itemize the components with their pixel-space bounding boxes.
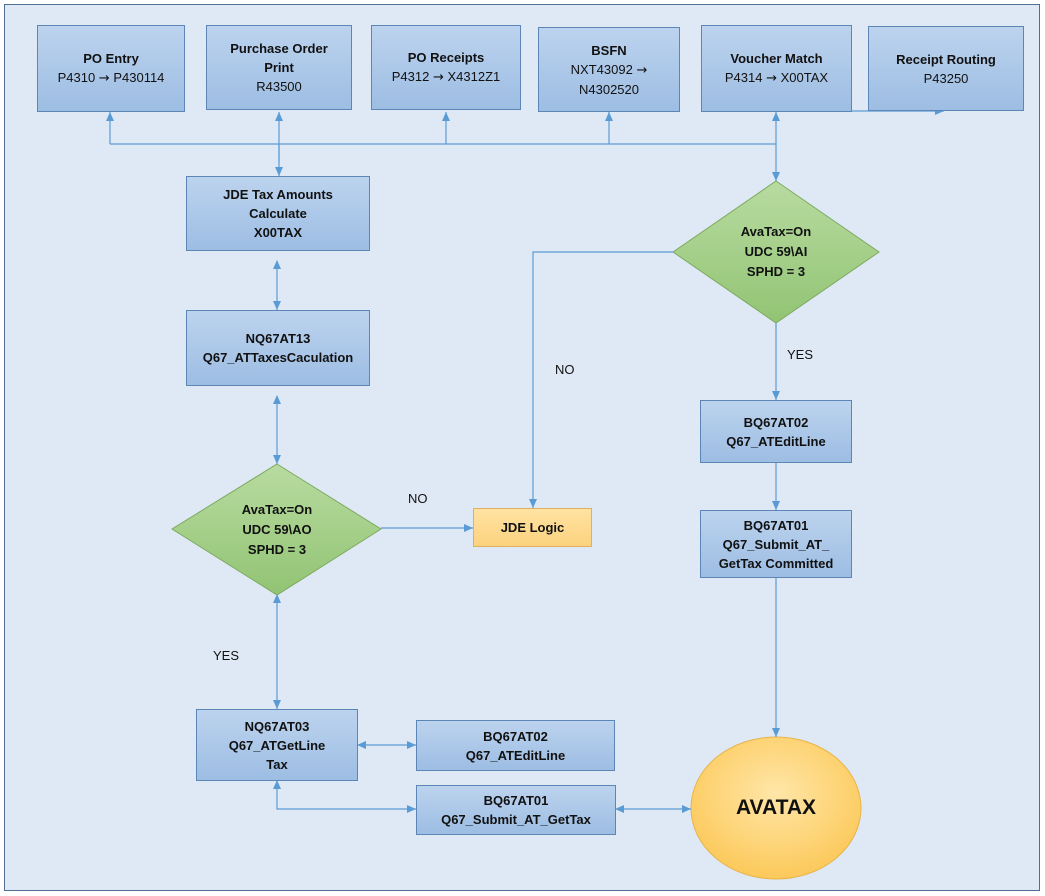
- voucher-match-to: X00TAX: [780, 70, 829, 85]
- bsfn-from: NXT43092: [570, 61, 633, 77]
- nq67at03-line3: Tax: [266, 756, 288, 772]
- po-receipts-title: PO Receipts: [407, 50, 485, 65]
- jde-tax-line3: X00TAX: [253, 225, 303, 240]
- bsfn-line1: NXT43092 →: [571, 60, 648, 80]
- nq67at13-line1: NQ67AT13: [245, 331, 311, 346]
- yes-label-left: YES: [213, 648, 240, 663]
- diamond-right-line2: UDC 59\AI: [744, 244, 808, 259]
- right-arrow-icon: →: [636, 62, 648, 78]
- bsfn-box: BSFN NXT43092 → N4302520: [538, 27, 680, 112]
- jde-tax-box: JDE Tax Amounts Calculate X00TAX: [186, 176, 370, 251]
- po-entry-title: PO Entry: [83, 51, 139, 66]
- bq67at01-right-line2: Q67_Submit_AT_: [722, 536, 830, 552]
- po-print-box: Purchase Order Print R43500: [206, 25, 352, 110]
- bq67at02-left-line2: Q67_ATEditLine: [465, 747, 566, 763]
- diamond-right-line1: AvaTax=On: [740, 224, 812, 239]
- diamond-left-line1: AvaTax=On: [241, 501, 313, 517]
- po-entry-to: P430114: [113, 70, 165, 85]
- diamond-left-line2: UDC 59\AO: [242, 521, 312, 537]
- po-print-title: Purchase Order Print: [230, 41, 328, 75]
- diamond-right-label: AvaTax=On UDC 59\AI SPHD = 3: [673, 181, 879, 323]
- voucher-match-programs: P4314 → X00TAX: [725, 68, 828, 88]
- diamond-right-line3: SPHD = 3: [746, 264, 806, 279]
- right-arrow-icon: →: [432, 70, 444, 85]
- avatax-label: AVATAX: [735, 796, 817, 819]
- nq67at03-box: NQ67AT03 Q67_ATGetLine Tax: [196, 709, 358, 781]
- no-label-right: NO: [555, 362, 575, 377]
- po-receipts-to: X4312Z1: [447, 69, 501, 84]
- nq67at13-box: NQ67AT13 Q67_ATTaxesCaculation: [186, 310, 370, 386]
- bq67at01-left-box: BQ67AT01 Q67_Submit_AT_GetTax: [416, 785, 616, 835]
- voucher-match-title: Voucher Match: [730, 51, 823, 66]
- po-receipts-from: P4312: [391, 69, 430, 84]
- right-arrow-icon: →: [766, 71, 778, 86]
- po-entry-from: P4310: [57, 70, 96, 85]
- po-entry-box: PO Entry P4310 → P430114: [37, 25, 185, 112]
- yes-label-right: YES: [787, 347, 814, 362]
- nq67at03-line2: Q67_ATGetLine: [228, 737, 326, 753]
- no-label-left: NO: [408, 491, 428, 506]
- bq67at02-left-box: BQ67AT02 Q67_ATEditLine: [416, 720, 615, 771]
- bq67at01-left-line1: BQ67AT01: [483, 793, 549, 808]
- receipt-routing-program: P43250: [923, 70, 969, 86]
- bq67at01-right-line1: BQ67AT01: [743, 517, 809, 533]
- bsfn-title: BSFN: [591, 42, 627, 58]
- right-arrow-icon: →: [98, 71, 110, 86]
- voucher-match-box: Voucher Match P4314 → X00TAX: [701, 25, 852, 112]
- nq67at13-line2: Q67_ATTaxesCaculation: [202, 350, 354, 365]
- diamond-left-label: AvaTax=On UDC 59\AO SPHD = 3: [172, 464, 382, 595]
- voucher-match-from: P4314: [724, 70, 763, 85]
- jde-tax-line1: JDE Tax Amounts: [223, 187, 333, 202]
- jde-logic-box: JDE Logic: [473, 508, 592, 547]
- bq67at02-right-line2: Q67_ATEditLine: [726, 433, 826, 449]
- po-entry-programs: P4310 → P430114: [58, 68, 165, 88]
- bq67at02-left-line1: BQ67AT02: [483, 728, 548, 744]
- diamond-left-line3: SPHD = 3: [247, 541, 307, 557]
- receipt-routing-box: Receipt Routing P43250: [868, 26, 1024, 111]
- jde-tax-line2: Calculate: [249, 206, 307, 221]
- bq67at02-right-line1: BQ67AT02: [743, 414, 809, 430]
- bq67at02-right-box: BQ67AT02 Q67_ATEditLine: [700, 400, 852, 463]
- po-print-program: R43500: [256, 79, 302, 94]
- bq67at01-right-box: BQ67AT01 Q67_Submit_AT_ GetTax Committed: [700, 510, 852, 578]
- bq67at01-right-line3: GetTax Committed: [718, 555, 834, 571]
- po-receipts-box: PO Receipts P4312 → X4312Z1: [371, 25, 521, 110]
- nq67at03-line1: NQ67AT03: [244, 718, 310, 734]
- receipt-routing-title: Receipt Routing: [896, 51, 996, 67]
- connector-nq03-bq01: [273, 780, 416, 813]
- bsfn-line2: N4302520: [579, 81, 639, 97]
- po-receipts-programs: P4312 → X4312Z1: [392, 67, 501, 87]
- bq67at01-left-line2: Q67_Submit_AT_GetTax: [441, 812, 591, 827]
- connector-diamond-right-no: [529, 251, 673, 508]
